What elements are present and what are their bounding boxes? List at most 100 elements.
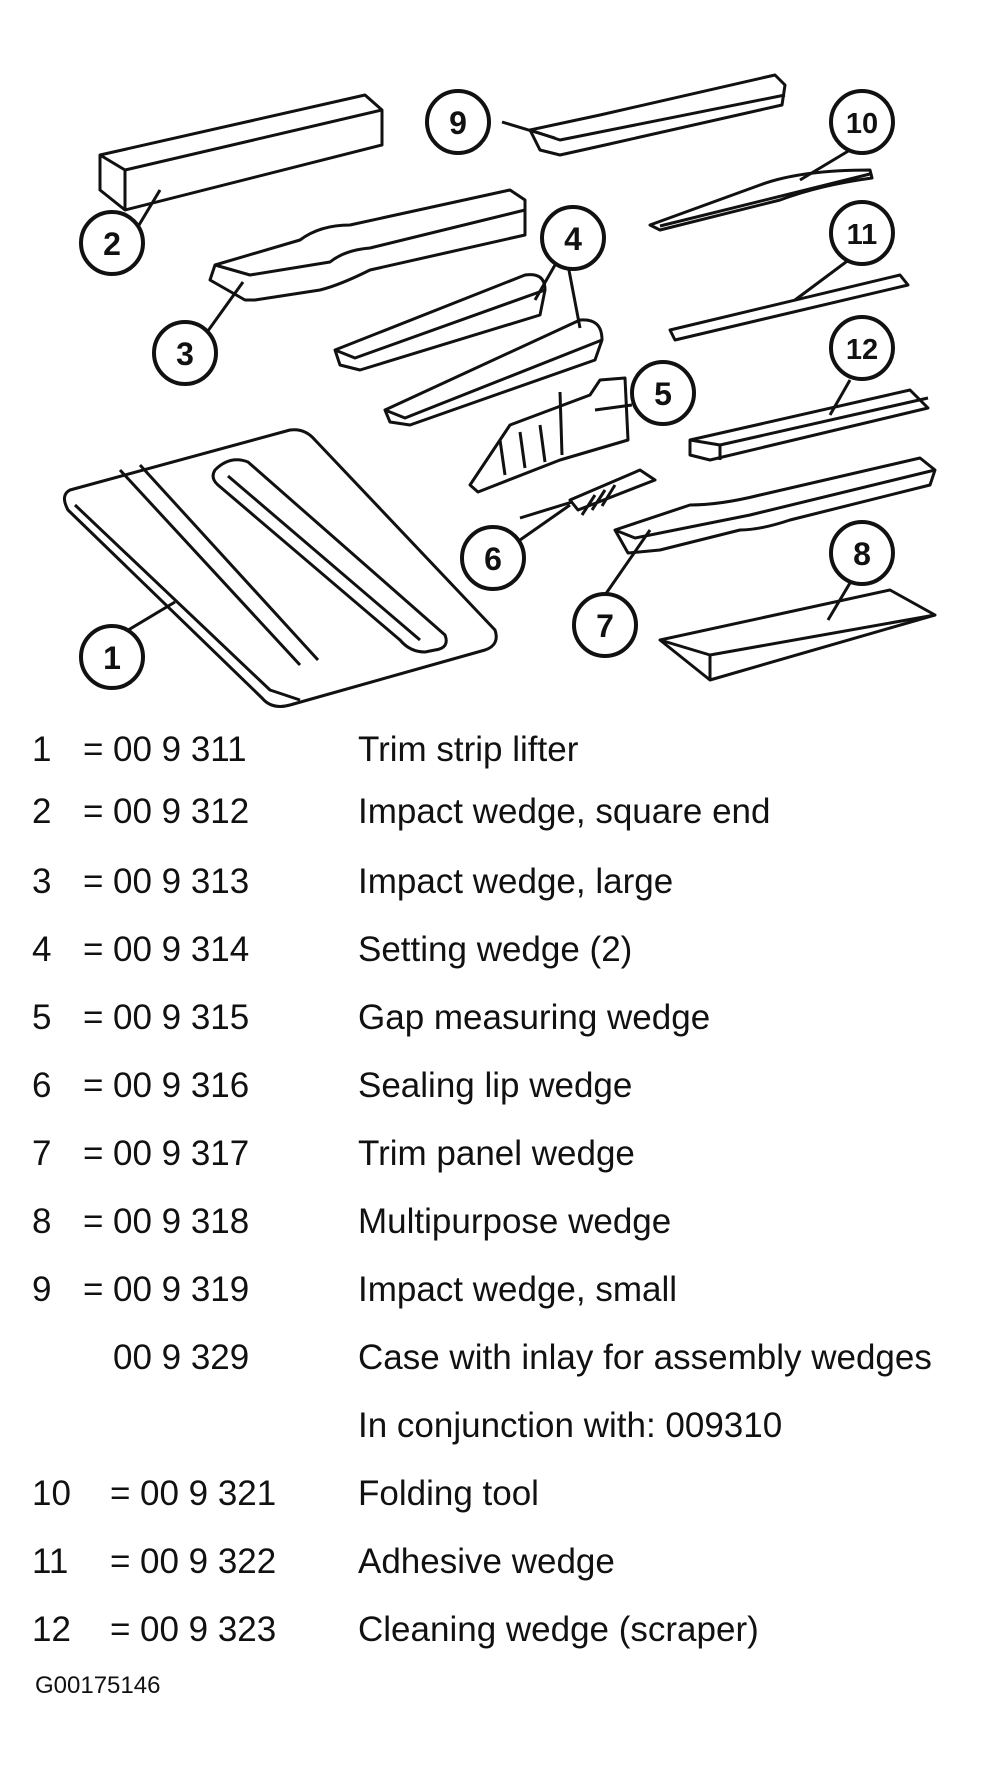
callout-circle-1 [79, 624, 145, 690]
callout-circle-12 [829, 315, 895, 381]
legend-number: 12 [32, 1610, 71, 1649]
folding-tool-drawing [648, 168, 874, 232]
legend-description: Sealing lip wedge [358, 1066, 633, 1105]
legend-code: 00 9 321 [140, 1474, 277, 1513]
legend-equals: = [83, 1066, 104, 1105]
legend-equals: = [83, 730, 104, 769]
gap-measuring-wedge-drawing [468, 376, 630, 494]
legend-description: Impact wedge, square end [358, 792, 771, 831]
callout-circle-2 [79, 210, 145, 276]
legend-number: 6 [32, 1066, 52, 1105]
legend-row: 11 = 00 9 322 Adhesive wedge [0, 1542, 1000, 1602]
legend-code: 00 9 311 [113, 730, 247, 769]
legend-code: 00 9 315 [113, 998, 250, 1037]
multipurpose-wedge-drawing [658, 588, 937, 682]
callout-label-11: 11 [847, 219, 878, 251]
legend-number: 9 [32, 1270, 52, 1309]
callout-label-6: 6 [484, 541, 502, 577]
legend-code: 00 9 318 [113, 1202, 250, 1241]
legend-row: 2 = 00 9 312 Impact wedge, square end [0, 792, 1000, 852]
callout-circle-9 [425, 89, 491, 155]
callout-circle-8 [829, 520, 895, 586]
legend-equals: = [83, 998, 104, 1037]
legend-code: 00 9 323 [140, 1610, 277, 1649]
legend-number: 4 [32, 930, 52, 969]
legend-number: 2 [32, 792, 52, 831]
legend-row: 4 = 00 9 314 Setting wedge (2) [0, 930, 1000, 990]
callout-circle-7 [572, 592, 638, 658]
legend-description: Setting wedge (2) [358, 930, 633, 969]
legend-row: 1 = 00 9 311 Trim strip lifter [0, 730, 1000, 790]
legend-description: Trim panel wedge [358, 1134, 635, 1173]
legend-number: 11 [32, 1542, 69, 1581]
impact-wedge-large-drawing [208, 188, 527, 302]
legend-row: 3 = 00 9 313 Impact wedge, large [0, 862, 1000, 922]
legend-number: 10 [32, 1474, 71, 1513]
legend-number: 7 [32, 1134, 52, 1173]
legend-description: Gap measuring wedge [358, 998, 711, 1037]
legend-equals: = [83, 792, 104, 831]
legend-description: Cleaning wedge (scraper) [358, 1610, 759, 1649]
callout-label-10: 10 [846, 108, 878, 140]
tools-illustration: 1 2 3 4 5 6 7 8 9 10 11 12 [63, 73, 937, 708]
adhesive-wedge-drawing [668, 273, 910, 342]
legend-code: 00 9 317 [113, 1134, 250, 1173]
impact-wedge-square-end-drawing [98, 93, 384, 212]
callout-label-1: 1 [103, 640, 121, 676]
legend-description: Case with inlay for assembly wedges [358, 1338, 932, 1377]
legend-row: 10 = 00 9 321 Folding tool [0, 1474, 1000, 1534]
callout-label-7: 7 [596, 608, 614, 644]
legend-equals: = [83, 862, 104, 901]
legend-code: 00 9 313 [113, 862, 250, 901]
legend-row: In conjunction with: 009310 [0, 1406, 1000, 1466]
callout-circle-4 [540, 205, 606, 271]
legend-row: 00 9 329 Case with inlay for assembly we… [0, 1338, 1000, 1398]
trim-panel-wedge-drawing [613, 456, 937, 555]
callout-label-8: 8 [853, 536, 871, 572]
callout-label-3: 3 [176, 336, 194, 372]
legend-row: 8 = 00 9 318 Multipurpose wedge [0, 1202, 1000, 1262]
legend-description: In conjunction with: 009310 [358, 1406, 783, 1445]
trim-strip-lifter-drawing [63, 428, 498, 708]
legend-equals: = [110, 1542, 131, 1581]
legend-equals: = [83, 1134, 104, 1173]
callout-circle-11 [829, 200, 895, 266]
callout-circle-5 [630, 360, 696, 426]
cleaning-wedge-drawing [688, 388, 930, 462]
callout-label-2: 2 [103, 226, 121, 262]
legend-equals: = [83, 1202, 104, 1241]
callout-label-9: 9 [449, 105, 467, 141]
legend-code: 00 9 319 [113, 1270, 250, 1309]
sealing-lip-wedge-drawing [519, 468, 657, 520]
legend-description: Impact wedge, small [358, 1270, 678, 1309]
legend-description: Folding tool [358, 1474, 539, 1513]
legend-code: 00 9 312 [113, 792, 250, 831]
legend-number: 5 [32, 998, 52, 1037]
legend-code: 00 9 316 [113, 1066, 250, 1105]
legend-equals: = [83, 930, 104, 969]
legend-equals: = [110, 1610, 131, 1649]
callout-circle-10 [829, 89, 895, 155]
legend-equals: = [110, 1474, 131, 1513]
legend-row: 12 = 00 9 323 Cleaning wedge (scraper) [0, 1610, 1000, 1670]
callout-label-5: 5 [654, 376, 672, 412]
legend-description: Adhesive wedge [358, 1542, 615, 1581]
legend-number: 3 [32, 862, 52, 901]
callout-label-4: 4 [564, 221, 582, 257]
legend-description: Trim strip lifter [358, 730, 579, 769]
legend-row: 7 = 00 9 317 Trim panel wedge [0, 1134, 1000, 1194]
legend-equals: = [83, 1270, 104, 1309]
legend-row: 9 = 00 9 319 Impact wedge, small [0, 1270, 1000, 1330]
impact-wedge-small-drawing [528, 73, 787, 157]
figure-code: G00175146 [35, 1672, 161, 1699]
legend-row: 6 = 00 9 316 Sealing lip wedge [0, 1066, 1000, 1126]
callout-circle-3 [152, 320, 218, 386]
callout-circle-6 [460, 525, 526, 591]
setting-wedge-drawing [333, 273, 604, 427]
legend-code: 00 9 329 [113, 1338, 250, 1377]
legend-description: Multipurpose wedge [358, 1202, 672, 1241]
legend-code: 00 9 314 [113, 930, 250, 969]
callout-label-12: 12 [846, 334, 878, 366]
legend-code: 00 9 322 [140, 1542, 277, 1581]
legend-description: Impact wedge, large [358, 862, 674, 901]
